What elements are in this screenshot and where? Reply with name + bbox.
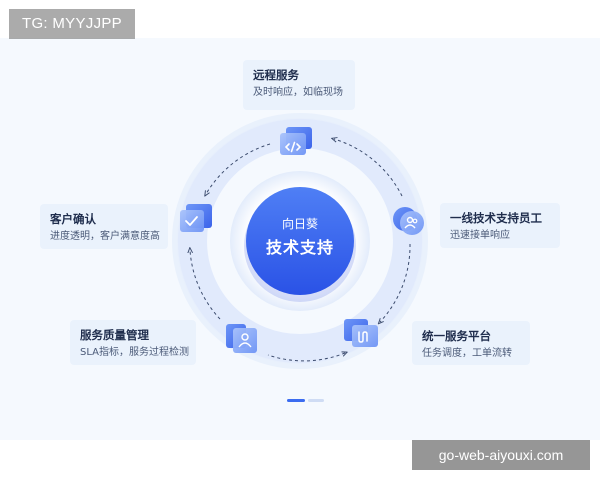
code-icon: [278, 127, 314, 157]
card-unified-platform-desc: 任务调度，工单流转: [422, 348, 512, 359]
pager-dot[interactable]: [308, 399, 324, 402]
workflow-icon: [344, 319, 380, 349]
user-profile-icon: [226, 324, 262, 354]
center-title: 技术支持: [265, 238, 334, 257]
users-icon: [391, 206, 427, 236]
watermark-top-left: TG: MYYJJPP: [9, 9, 135, 39]
center-subtitle: 向日葵: [281, 217, 318, 231]
card-unified-platform-title: 统一服务平台: [422, 329, 491, 343]
card-frontline-support: 一线技术支持员工 迅速接单响应: [440, 203, 560, 248]
card-customer-confirmation: 客户确认 进度透明，客户满意度高: [40, 204, 168, 249]
arc-left: [190, 250, 221, 320]
arc-bottom: [267, 353, 345, 362]
card-unified-platform: 统一服务平台 任务调度，工单流转: [412, 321, 530, 365]
card-remote-service-title: 远程服务: [253, 68, 299, 82]
card-customer-confirmation-desc: 进度透明，客户满意度高: [50, 231, 160, 242]
card-remote-service-desc: 及时响应，如临现场: [253, 87, 343, 98]
card-frontline-support-title: 一线技术支持员工: [450, 211, 542, 225]
outer-glow-ring-edge: [172, 113, 428, 369]
center-circle: [246, 187, 354, 295]
card-frontline-support-desc: 迅速接单响应: [450, 230, 510, 241]
watermark-bottom-right: go-web-aiyouxi.com: [412, 440, 590, 470]
card-customer-confirmation-title: 客户确认: [50, 212, 96, 226]
card-quality-management-title: 服务质量管理: [80, 328, 149, 342]
center-hub: 向日葵 技术支持: [246, 186, 354, 294]
card-remote-service: 远程服务 及时响应，如临现场: [243, 60, 355, 110]
card-quality-management-desc: SLA指标，服务过程检测: [80, 347, 189, 358]
arc-top-left: [206, 143, 271, 194]
card-quality-management: 服务质量管理 SLA指标，服务过程检测: [70, 320, 196, 365]
pager-dot-active[interactable]: [287, 399, 305, 402]
checkmark-icon: [178, 204, 214, 234]
arc-right: [380, 243, 411, 322]
